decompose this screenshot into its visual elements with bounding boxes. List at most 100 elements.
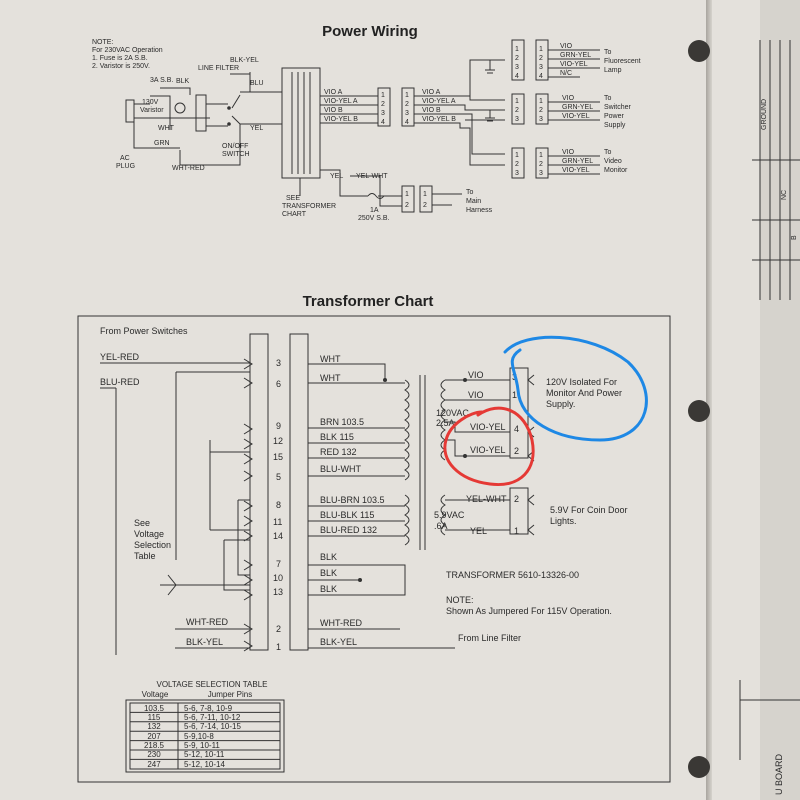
wire-label: VIO-YEL: [560, 61, 588, 68]
wire-label: BLK-YEL: [320, 637, 357, 647]
varistor-label: Varistor: [140, 107, 164, 114]
see-voltage-label: Table: [134, 551, 156, 561]
ac-input-section: 3A S.B. BLK 130V Varistor LINE FILTER BL…: [116, 57, 280, 172]
table-title: VOLTAGE SELECTION TABLE: [157, 680, 268, 689]
adjacent-text: NC: [781, 190, 788, 200]
pin: 4: [539, 73, 543, 80]
pin-number: 11: [273, 517, 282, 527]
dest-label: Video: [604, 158, 622, 165]
wire-label: BLU-BRN 103.5: [320, 495, 385, 505]
binder-hole: [688, 756, 710, 778]
blue-circle-annotation: [503, 335, 648, 442]
wire-label: GRN-YEL: [562, 158, 593, 165]
secondary-wire: VIO: [468, 370, 484, 380]
primary-connector-mate: [289, 333, 309, 651]
pin: 2: [381, 101, 385, 108]
transformer-output-wires: VIO A VIO-YEL A VIO B VIO-YEL B 1 2 3 4 …: [320, 59, 505, 166]
table-cell: 5-12, 10-11: [184, 750, 225, 759]
pin-number: 4: [514, 424, 519, 434]
wire-label: VIO-YEL: [562, 113, 590, 120]
wire-label: BRN 103.5: [320, 417, 364, 427]
fuse-icon: [367, 193, 385, 199]
rating-label: 5.9VAC: [434, 510, 465, 520]
connector-b: [401, 87, 415, 127]
rating-label: 2.5A: [436, 418, 455, 428]
pin-number: 2: [276, 624, 281, 634]
pin: 1: [515, 98, 519, 105]
see-transformer-label: CHART: [282, 211, 307, 218]
table-cell: 5-9,10-8: [184, 732, 214, 741]
dest-label: To: [466, 189, 474, 196]
secondary-wire: VIO-YEL: [470, 445, 506, 455]
from-line-filter-label: From Line Filter: [458, 633, 521, 643]
wire-label: GRN-YEL: [562, 104, 593, 111]
plug-icon: [125, 99, 135, 123]
pin-row: 15 RED 132: [273, 447, 357, 462]
table-header: Jumper Pins: [208, 690, 252, 699]
dest-label: Power: [604, 113, 625, 120]
wire-label: WHT: [320, 354, 341, 364]
secondary-coil-upper: [440, 379, 446, 461]
pin: 1: [539, 152, 543, 159]
wire-label: VIO: [562, 95, 575, 102]
pin: 1: [515, 152, 519, 159]
table-cell: 5-9, 10-11: [184, 741, 220, 750]
switch-label: SWITCH: [222, 151, 250, 158]
dest-label: Monitor: [604, 167, 628, 174]
wire-label: YEL: [330, 173, 343, 180]
pin: 2: [515, 107, 519, 114]
pin: 3: [539, 64, 543, 71]
page-shadow: [706, 0, 712, 800]
pin: 3: [515, 170, 519, 177]
pin-number: 5: [276, 472, 281, 482]
secondary-wire: VIO: [468, 390, 484, 400]
varistor-icon: [174, 102, 186, 114]
pin-number: 14: [273, 531, 283, 541]
wire-label: BLK: [320, 568, 337, 578]
table-cell: 207: [147, 732, 161, 741]
wire-label: VIO B: [324, 107, 343, 114]
grn-label: GRN: [154, 140, 170, 147]
wire-label: VIO: [562, 149, 575, 156]
wire-label: VIO B: [422, 107, 441, 114]
switch-feed-wires: [100, 362, 250, 655]
pin-number: 8: [276, 500, 281, 510]
dest-label: Fluorescent: [604, 58, 641, 65]
pin: 2: [515, 161, 519, 168]
adjacent-text: B: [791, 235, 798, 240]
voltage-selection-table: VOLTAGE SELECTION TABLE Voltage Jumper P…: [125, 680, 285, 773]
pin: 2: [539, 161, 543, 168]
table-cell: 247: [147, 760, 161, 769]
wire-label: RED 132: [320, 447, 357, 457]
blk-label: BLK: [176, 78, 190, 85]
rating-label: .6A: [434, 521, 448, 531]
dest-label: Harness: [466, 207, 493, 214]
lower-description: Lights.: [550, 516, 577, 526]
primary-coil-upper: [404, 379, 410, 481]
pin-row: 10 BLK: [273, 568, 337, 583]
pin-number: 12: [273, 436, 283, 446]
pin-number: 15: [273, 452, 283, 462]
table-cell: 230: [147, 750, 161, 759]
pin-number: 2: [514, 494, 519, 504]
wire-label: VIO-YEL: [562, 167, 590, 174]
wire-label: WHT-RED: [320, 618, 362, 628]
transformer-core: [419, 375, 426, 550]
dest-label: To: [604, 49, 612, 56]
table-cell: 5-12, 10-14: [184, 760, 225, 769]
fuse-label: 250V S.B.: [358, 215, 390, 222]
upper-description: Supply.: [546, 399, 575, 409]
wire-label: VIO-YEL A: [422, 98, 456, 105]
wire-label: VIO-YEL B: [324, 116, 358, 123]
wire-label: GRN-YEL: [560, 52, 591, 59]
pin: 3: [539, 116, 543, 123]
dest-label: Main: [466, 198, 481, 205]
see-voltage-label: Selection: [134, 540, 171, 550]
pin-number: 10: [273, 573, 283, 583]
pin-number: 1: [512, 390, 517, 400]
see-transformer-label: TRANSFORMER: [282, 203, 336, 210]
pin: 2: [405, 101, 409, 108]
